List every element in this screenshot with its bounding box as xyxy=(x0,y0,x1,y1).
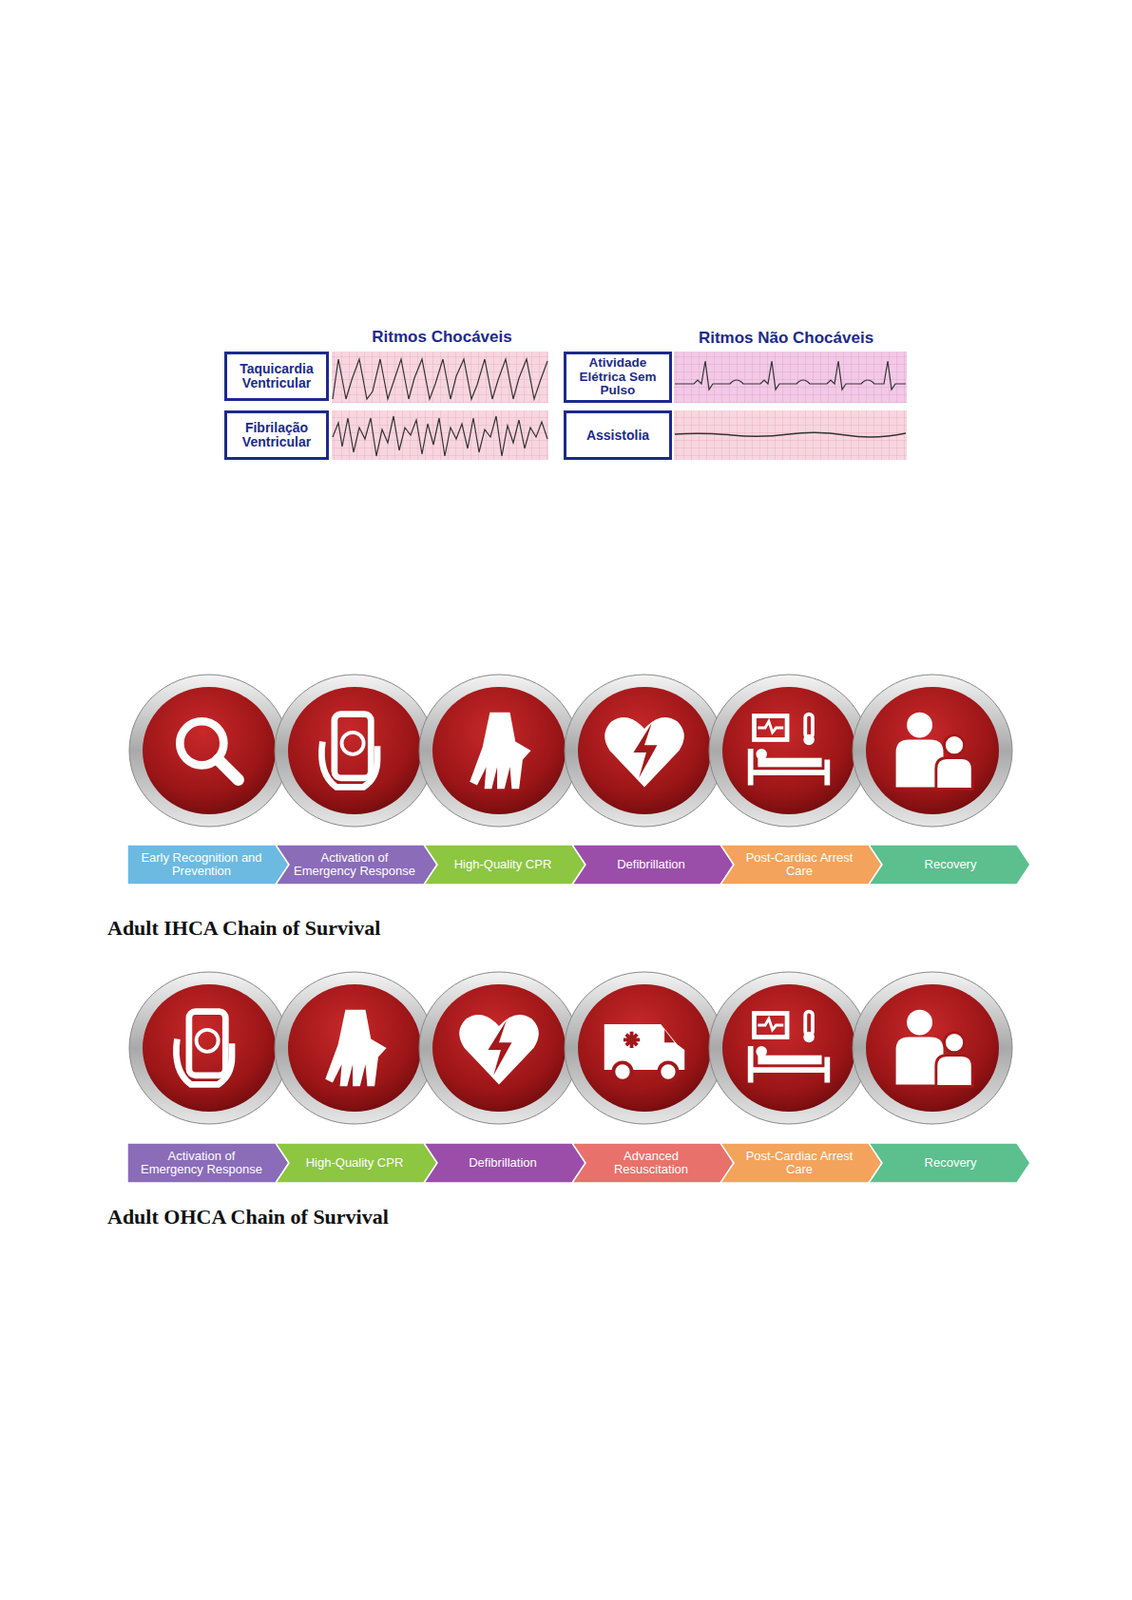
icon-disc xyxy=(577,687,711,815)
step-name: Advanced Resuscitation xyxy=(589,1150,713,1177)
icon-disc xyxy=(432,687,566,815)
rhythm-label-box: Assistolia xyxy=(563,410,672,461)
icon-ring xyxy=(709,674,869,827)
section-header: Ritmos Chocáveis xyxy=(371,327,512,347)
chain-step-band: Early Recognition and Prevention xyxy=(127,844,289,885)
step-name: Early Recognition and Prevention xyxy=(134,851,269,879)
step-name: Post-Cardiac Arrest Care xyxy=(737,851,862,879)
icon-ring xyxy=(274,972,435,1125)
icon-disc xyxy=(142,984,276,1113)
rhythm-label-box: Taquicardia Ventricular xyxy=(224,351,329,402)
icon-disc xyxy=(577,984,711,1113)
chain-step-band: Post-Cardiac Arrest Care xyxy=(720,844,883,885)
step-name: High-Quality CPR xyxy=(454,858,553,872)
icon-ring xyxy=(564,674,725,827)
chain-step-band: Recovery xyxy=(868,844,1031,885)
chain-icon xyxy=(325,1010,386,1088)
chain-icon xyxy=(896,1010,974,1088)
icon-ring xyxy=(419,674,579,827)
step-name: Post-Cardiac Arrest Care xyxy=(737,1150,862,1177)
chain-step-band: Defibrillation xyxy=(572,844,734,885)
chain-icon xyxy=(750,1012,828,1084)
chain-icon xyxy=(604,1024,685,1082)
chain-icon xyxy=(896,712,974,790)
chain-step-band: Advanced Resuscitation xyxy=(572,1143,734,1184)
rhythm-label-box: Fibrilação Ventricular xyxy=(224,410,329,461)
chain-icon xyxy=(175,1012,232,1086)
chain-step-band: High-Quality CPR xyxy=(275,1143,438,1184)
chain-step-band: Activation of Emergency Response xyxy=(127,1143,289,1184)
step-name: Recovery xyxy=(924,858,978,872)
rhythm-label-box: Atividade Elétrica Sem Pulso xyxy=(563,351,672,403)
rhythm-name: Assistolia xyxy=(586,428,650,443)
chain-icon xyxy=(321,714,378,788)
rhythm-name: Taquicardia Ventricular xyxy=(230,362,323,391)
chain-icon xyxy=(604,717,685,787)
icon-disc xyxy=(432,984,566,1113)
step-name: Activation of Emergency Response xyxy=(292,851,417,879)
chain-step-band: Recovery xyxy=(868,1143,1031,1184)
icon-disc xyxy=(287,984,422,1113)
step-name: Defibrillation xyxy=(468,1156,538,1171)
icon-disc xyxy=(865,687,999,815)
chain-caption: Adult OHCA Chain of Survival xyxy=(107,1205,389,1230)
icon-disc xyxy=(722,984,856,1113)
icon-disc xyxy=(142,687,276,815)
icon-disc xyxy=(865,984,999,1113)
icon-ring xyxy=(274,674,435,827)
chain-icon xyxy=(469,712,531,790)
icon-ring xyxy=(419,972,579,1125)
chain-icon xyxy=(179,721,238,780)
icon-ring xyxy=(709,972,869,1125)
section-header: Ritmos Não Chocáveis xyxy=(698,328,874,348)
chain-step-band: High-Quality CPR xyxy=(423,844,586,885)
chain-icon xyxy=(459,1015,539,1085)
icon-ring xyxy=(564,972,725,1125)
step-name: Recovery xyxy=(924,1156,978,1171)
rhythm-name: Atividade Elétrica Sem Pulso xyxy=(570,356,666,399)
rhythm-name: Fibrilação Ventricular xyxy=(230,421,323,450)
icon-disc xyxy=(287,687,422,815)
chain-step-band: Post-Cardiac Arrest Care xyxy=(720,1143,883,1184)
icon-ring xyxy=(129,972,289,1125)
step-name: Activation of Emergency Response xyxy=(134,1150,269,1177)
step-name: Defibrillation xyxy=(616,858,686,872)
icon-ring xyxy=(129,674,289,827)
chain-caption: Adult IHCA Chain of Survival xyxy=(107,916,381,941)
chain-step-band: Activation of Emergency Response xyxy=(275,844,438,885)
icon-ring xyxy=(852,972,1013,1125)
chain-icon xyxy=(750,714,828,787)
step-name: High-Quality CPR xyxy=(306,1156,404,1171)
chain-step-band: Defibrillation xyxy=(423,1143,586,1184)
icon-ring xyxy=(852,674,1013,827)
icon-disc xyxy=(722,687,856,815)
